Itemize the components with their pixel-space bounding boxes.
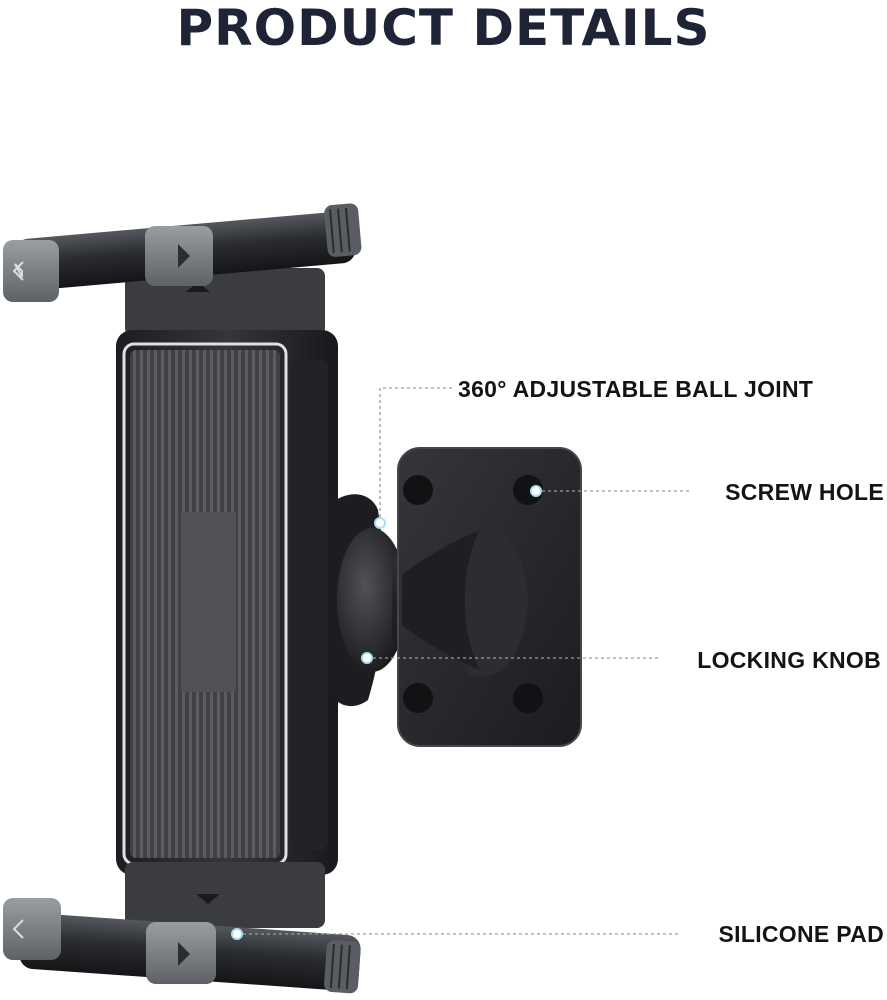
page-title: PRODUCT DETAILS [176, 0, 711, 57]
bottom-clamp-arm [3, 862, 361, 994]
callout-silicone-pad: SILICONE PAD [718, 921, 884, 947]
up-arrow-icon [186, 282, 210, 292]
top-clamp-arm [3, 203, 362, 336]
right-arrow-icon-bottom [178, 942, 190, 966]
marker-dot-icon [231, 928, 243, 940]
callout-ball-joint: 360° ADJUSTABLE BALL JOINT [458, 376, 814, 402]
leader-ball-joint [379, 387, 452, 523]
screw-hole-4 [513, 683, 543, 713]
screw-hole-2 [513, 475, 543, 505]
marker-dot-icon [374, 517, 386, 529]
callout-screw-hole: SCREW HOLE [725, 479, 884, 505]
left-arrow-icon [12, 261, 24, 281]
marker-dot-icon [361, 652, 373, 664]
screw-hole-1 [403, 475, 433, 505]
callout-locking-knob: LOCKING KNOB [697, 647, 881, 673]
holder-body [116, 330, 338, 875]
screw-hole-3 [403, 683, 433, 713]
leader-lines [237, 387, 690, 935]
left-arrow-icon-bottom [12, 919, 24, 939]
locking-knob [337, 528, 407, 672]
markers [231, 485, 542, 940]
right-arrow-icon [178, 244, 190, 268]
marker-dot-icon [530, 485, 542, 497]
down-arrow-icon [196, 894, 220, 904]
ball-joint-mount [330, 447, 582, 747]
